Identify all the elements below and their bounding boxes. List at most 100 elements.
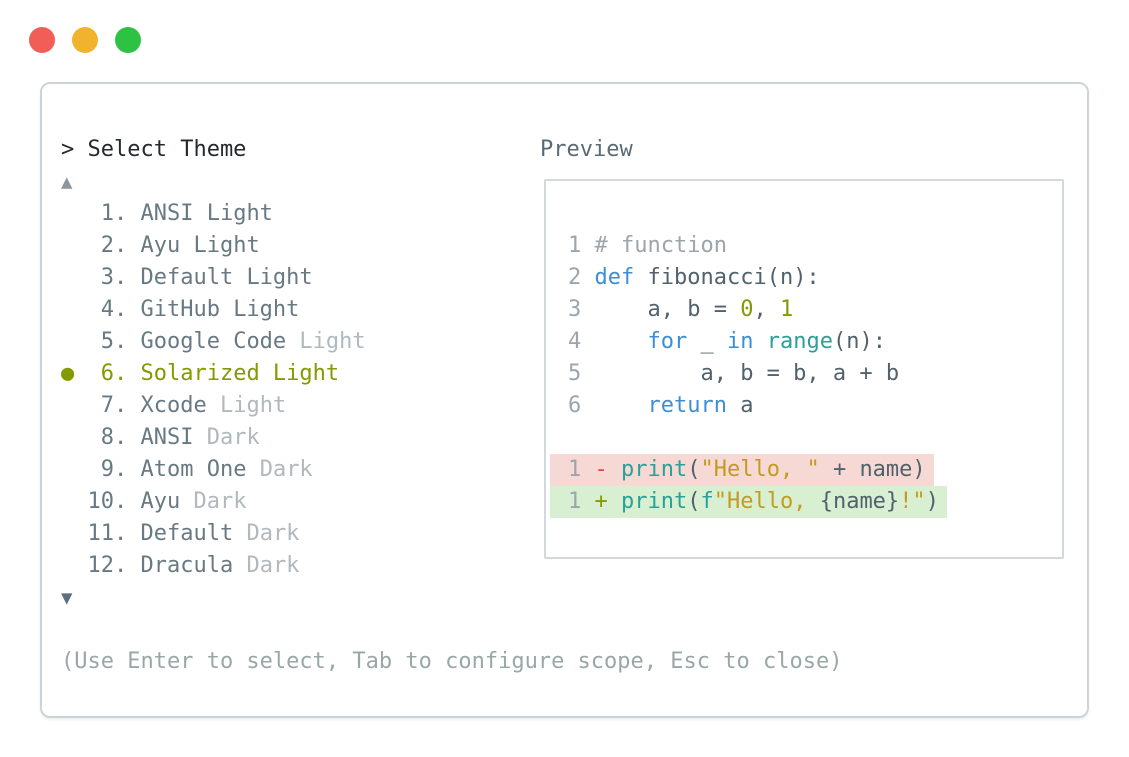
theme-list-item[interactable]: 8. ANSI Dark [61,422,842,454]
bullet-spacer [61,393,88,418]
bullet-spacer [61,521,88,546]
theme-item-label: 9. Atom One [87,457,247,482]
bullet-spacer [61,265,88,290]
line-number: 1 [568,457,595,482]
token-fn: print [621,489,688,514]
theme-item-label: 11. Default [87,521,234,546]
theme-list-item[interactable]: 7. Xcode Light [61,390,842,422]
theme-item-label: 5. Google Code [87,329,287,354]
theme-list-item[interactable]: 10. Ayu Dark [61,486,842,518]
scroll-down-icon[interactable]: ▼ [61,587,73,609]
theme-item-variant: Dark [233,553,300,578]
line-number: 2 [568,265,595,290]
theme-list: > Select Theme ▲ 1. ANSI Light 2. Ayu Li… [61,134,842,678]
line-number: 1 [568,233,595,258]
footer-hint: (Use Enter to select, Tab to configure s… [61,649,843,674]
token-str: "Hello, " [700,457,820,482]
token-plain: ( [687,489,701,514]
theme-list-item[interactable]: 1. ANSI Light [61,198,842,230]
token-plain: (n): [832,329,886,354]
token-del: - [594,457,608,482]
code-line: 2 def fibonacci(n): [546,262,1062,294]
token-kw: for [647,329,688,354]
token-fn: print [621,457,688,482]
bullet-spacer [61,425,88,450]
bullet-spacer [61,553,88,578]
token-plain [753,329,766,354]
bullet-spacer [61,297,88,322]
theme-item-label: 3. Default Light [87,265,313,290]
diff-highlight: 1 - print("Hello, " + name) [550,454,934,486]
token-plain: a, b = [594,297,741,322]
token-num: 0 [740,297,754,322]
token-plain: a [726,393,754,418]
token-kw: in [726,329,754,354]
line-number: 3 [568,297,595,322]
theme-item-label: 6. Solarized Light [87,361,340,386]
token-plain [608,489,621,514]
token-plain: a, b = b, a + b [594,361,900,386]
token-plain: _ [687,329,727,354]
theme-item-variant: Light [286,329,366,354]
diff-line-removed: 1 - print("Hello, " + name) [546,454,1062,486]
token-fn: range [766,329,833,354]
close-button[interactable] [29,27,55,53]
theme-item-variant: Dark [193,425,260,450]
theme-item-variant: Dark [180,489,247,514]
theme-list-item[interactable]: 4. GitHub Light [61,294,842,326]
theme-item-variant: Light [206,393,287,418]
token-kw: return [647,393,727,418]
token-plain [608,457,621,482]
scroll-up-icon[interactable]: ▲ [61,171,73,193]
bullet-spacer [61,233,88,258]
theme-item-label: 1. ANSI Light [87,201,273,226]
theme-list-item[interactable]: ● 6. Solarized Light [61,358,842,390]
token-plain: + name) [819,457,926,482]
theme-item-label: 2. Ayu Light [87,233,260,258]
code-line: 6 return a [546,390,1062,422]
theme-list-item[interactable]: 5. Google Code Light [61,326,842,358]
line-number: 5 [568,361,595,386]
maximize-button[interactable] [115,27,141,53]
preview-title: Preview [540,137,633,162]
token-kw: def [594,265,635,290]
theme-list-item[interactable]: 12. Dracula Dark [61,550,842,582]
code-line: 4 for _ in range(n): [546,326,1062,358]
line-number: 6 [568,393,595,418]
selected-bullet-icon: ● [61,361,88,386]
theme-item-label: 12. Dracula [87,553,234,578]
theme-item-variant: Dark [246,457,313,482]
code-line [546,422,1062,454]
theme-item-label: 8. ANSI [87,425,194,450]
theme-item-variant: Dark [233,521,300,546]
theme-item-label: 10. Ayu [87,489,181,514]
token-plain: , [753,297,780,322]
token-plain [595,329,648,354]
line-number: 1 [568,489,595,514]
theme-list-item[interactable]: 3. Default Light [61,262,842,294]
bullet-spacer [61,201,88,226]
code-line: 5 a, b = b, a + b [546,358,1062,390]
token-plain: {name} [819,489,900,514]
token-fn: f [700,489,714,514]
bullet-spacer [61,329,88,354]
bullet-spacer [61,457,88,482]
theme-selector-panel: > Select Theme ▲ 1. ANSI Light 2. Ayu Li… [40,82,1089,718]
token-plain: ) [925,489,939,514]
theme-list-item[interactable]: 9. Atom One Dark [61,454,842,486]
token-str: "Hello, [713,489,820,514]
diff-highlight: 1 + print(f"Hello, {name}!") [550,486,947,518]
token-plain: ( [687,457,701,482]
bullet-spacer [61,489,88,514]
theme-list-item[interactable]: 2. Ayu Light [61,230,842,262]
line-number: 4 [568,329,595,354]
token-num: 1 [779,297,794,322]
minimize-button[interactable] [72,27,98,53]
window-controls [29,27,141,53]
theme-list-item[interactable]: 11. Default Dark [61,518,842,550]
theme-items-container: 1. ANSI Light 2. Ayu Light 3. Default Li… [61,198,842,582]
code-line: 1 # function [546,230,1062,262]
theme-item-label: 4. GitHub Light [87,297,300,322]
